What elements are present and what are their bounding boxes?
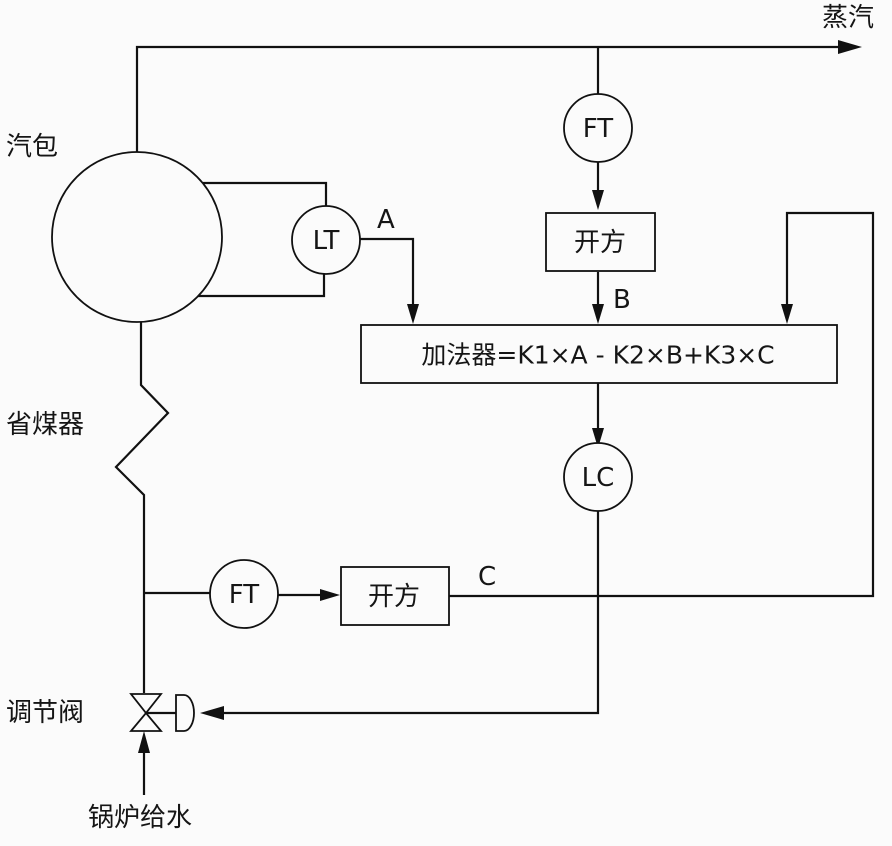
sqrt-feedwater-block[interactable]	[340, 566, 450, 626]
control-valve-label: 调节阀	[6, 698, 85, 728]
level-tap-lower	[197, 274, 326, 298]
feedwater-inlet-arrow-icon	[138, 731, 150, 753]
signal-c-line	[449, 211, 875, 598]
control-valve-icon[interactable]	[129, 693, 195, 732]
drum-label: 汽包	[6, 132, 59, 162]
steam-flow-transmitter-tag: FT	[582, 114, 614, 144]
lc-to-valve-arrow-icon	[200, 706, 224, 720]
level-transmitter-bubble[interactable]	[291, 205, 361, 275]
economizer-label: 省煤器	[6, 410, 85, 440]
lc-to-valve-line	[212, 510, 600, 715]
feedwater-ft-arrow-icon	[320, 589, 340, 601]
feedwater-flow-transmitter-tag: FT	[228, 580, 260, 610]
adder-text: 加法器=K1×A - K2×B+K3×C	[421, 340, 775, 370]
adder-to-lc-arrow-icon	[592, 428, 604, 448]
sqrt-feedwater-text: 开方	[367, 582, 421, 612]
signal-a-arrow-icon	[407, 304, 419, 324]
steam-line	[135, 45, 848, 153]
signal-b-label: B	[613, 285, 631, 315]
steam-label: 蒸汽	[822, 3, 875, 33]
signal-a-label: A	[377, 205, 395, 235]
level-transmitter-tag: LT	[312, 226, 340, 256]
steam-arrow-icon	[838, 40, 862, 54]
level-controller-bubble[interactable]	[563, 442, 633, 512]
boiler-feedwater-label: 锅炉给水	[88, 803, 193, 833]
adder-block[interactable]	[360, 324, 838, 384]
level-tap-upper	[203, 181, 328, 206]
level-controller-tag: LC	[581, 463, 615, 493]
sqrt-steam-text: 开方	[573, 228, 627, 258]
signal-c-arrow-icon	[781, 304, 793, 324]
steam-flow-transmitter-bubble[interactable]	[563, 93, 633, 163]
signal-c-label: C	[478, 562, 497, 592]
steam-drum[interactable]	[51, 151, 223, 323]
steam-ft-arrow-icon	[592, 190, 604, 210]
signal-b-arrow-icon	[592, 304, 604, 324]
sqrt-steam-block[interactable]	[545, 212, 656, 272]
feedwater-flow-transmitter-bubble[interactable]	[209, 559, 279, 629]
signal-a-line	[360, 237, 415, 310]
feedwater-process-line	[114, 322, 170, 693]
